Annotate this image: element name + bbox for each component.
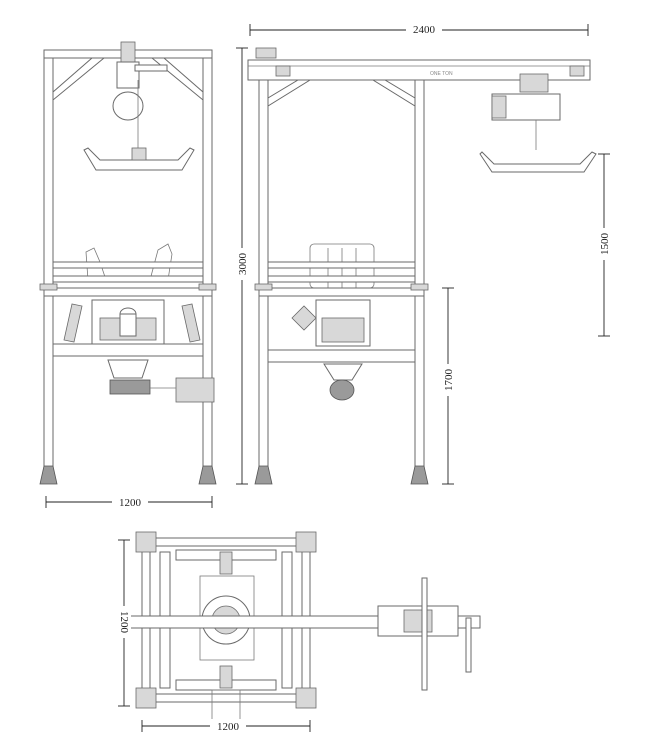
front-hoist-drum [112, 91, 144, 121]
side-cone [323, 363, 363, 381]
front-right-brace [150, 57, 204, 102]
front-bag-spreader [83, 147, 195, 171]
side-left-brace [267, 79, 312, 107]
dim-plan-width: 1200 [217, 721, 240, 733]
dim-top-width: 2400 [413, 24, 436, 36]
front-mid-beam-1 [52, 261, 204, 269]
front-valve [119, 313, 137, 337]
plan-bottom-beam [141, 693, 311, 703]
front-trolley-arm [134, 64, 168, 72]
dim-plan-height: 1200 [118, 611, 130, 634]
dim-front-width: 1200 [119, 497, 142, 509]
front-view [39, 41, 217, 485]
front-hoist-body [116, 61, 140, 89]
front-left-bracket [39, 283, 58, 291]
front-actuator [175, 377, 215, 403]
side-feeder-valve [329, 379, 355, 401]
front-left-cylinder [63, 303, 83, 343]
side-bag-spreader [479, 151, 597, 173]
side-cylinder [291, 305, 317, 331]
side-end-stop-right [569, 65, 585, 77]
side-right-brace [371, 79, 416, 107]
side-view: ONE TON [247, 47, 597, 485]
dim-hoist-drop: 1500 [599, 233, 611, 256]
front-right-foot [198, 465, 217, 485]
side-right-leg [414, 59, 425, 481]
dimension-lines: 2400 3000 1200 1500 1700 1200 1200 [45, 22, 611, 733]
plan-corner-tr [295, 531, 317, 553]
side-left-foot [254, 465, 273, 485]
dim-front-height: 3000 [237, 253, 249, 276]
plan-corner-br [295, 687, 317, 709]
side-left-bracket [254, 283, 273, 291]
front-lower-beam [52, 343, 204, 357]
front-cone [107, 359, 149, 379]
front-mid-beam-2 [52, 275, 204, 283]
front-left-leg [43, 49, 54, 481]
plan-hoist-motor [403, 609, 433, 633]
dim-lower-height: 1700 [443, 369, 455, 392]
side-right-bracket [410, 283, 429, 291]
front-left-foot [39, 465, 58, 485]
plan-top-beam [141, 537, 311, 547]
side-lower-beam [267, 349, 416, 363]
side-platform-beam [258, 287, 425, 297]
side-top-bracket [255, 47, 277, 59]
plan-corner-bl [135, 687, 157, 709]
side-right-foot [410, 465, 429, 485]
front-trolley [120, 41, 136, 63]
plan-top-cylinder [219, 551, 233, 575]
side-hoist-trolley [519, 73, 549, 93]
front-right-leg [202, 49, 213, 481]
plan-view [129, 531, 481, 731]
front-feeder [109, 379, 151, 395]
front-platform-beam [43, 287, 213, 297]
side-left-leg [258, 59, 269, 481]
plan-bottom-cylinder [219, 665, 233, 689]
beam-label: ONE TON [430, 71, 453, 77]
front-right-bracket [198, 283, 217, 291]
front-right-cylinder [181, 303, 201, 343]
side-hopper-inner [321, 317, 365, 343]
side-end-stop-left [275, 65, 291, 77]
side-mid-beam-1 [267, 261, 416, 269]
plan-spreader-bar [421, 577, 428, 691]
plan-corner-tl [135, 531, 157, 553]
plan-spreader-end [465, 617, 472, 673]
front-spreader-hook [131, 147, 147, 161]
front-left-brace [52, 57, 106, 102]
side-monorail-beam [247, 59, 591, 81]
side-mid-beam-2 [267, 275, 416, 283]
side-hoist-endcap [491, 95, 507, 119]
